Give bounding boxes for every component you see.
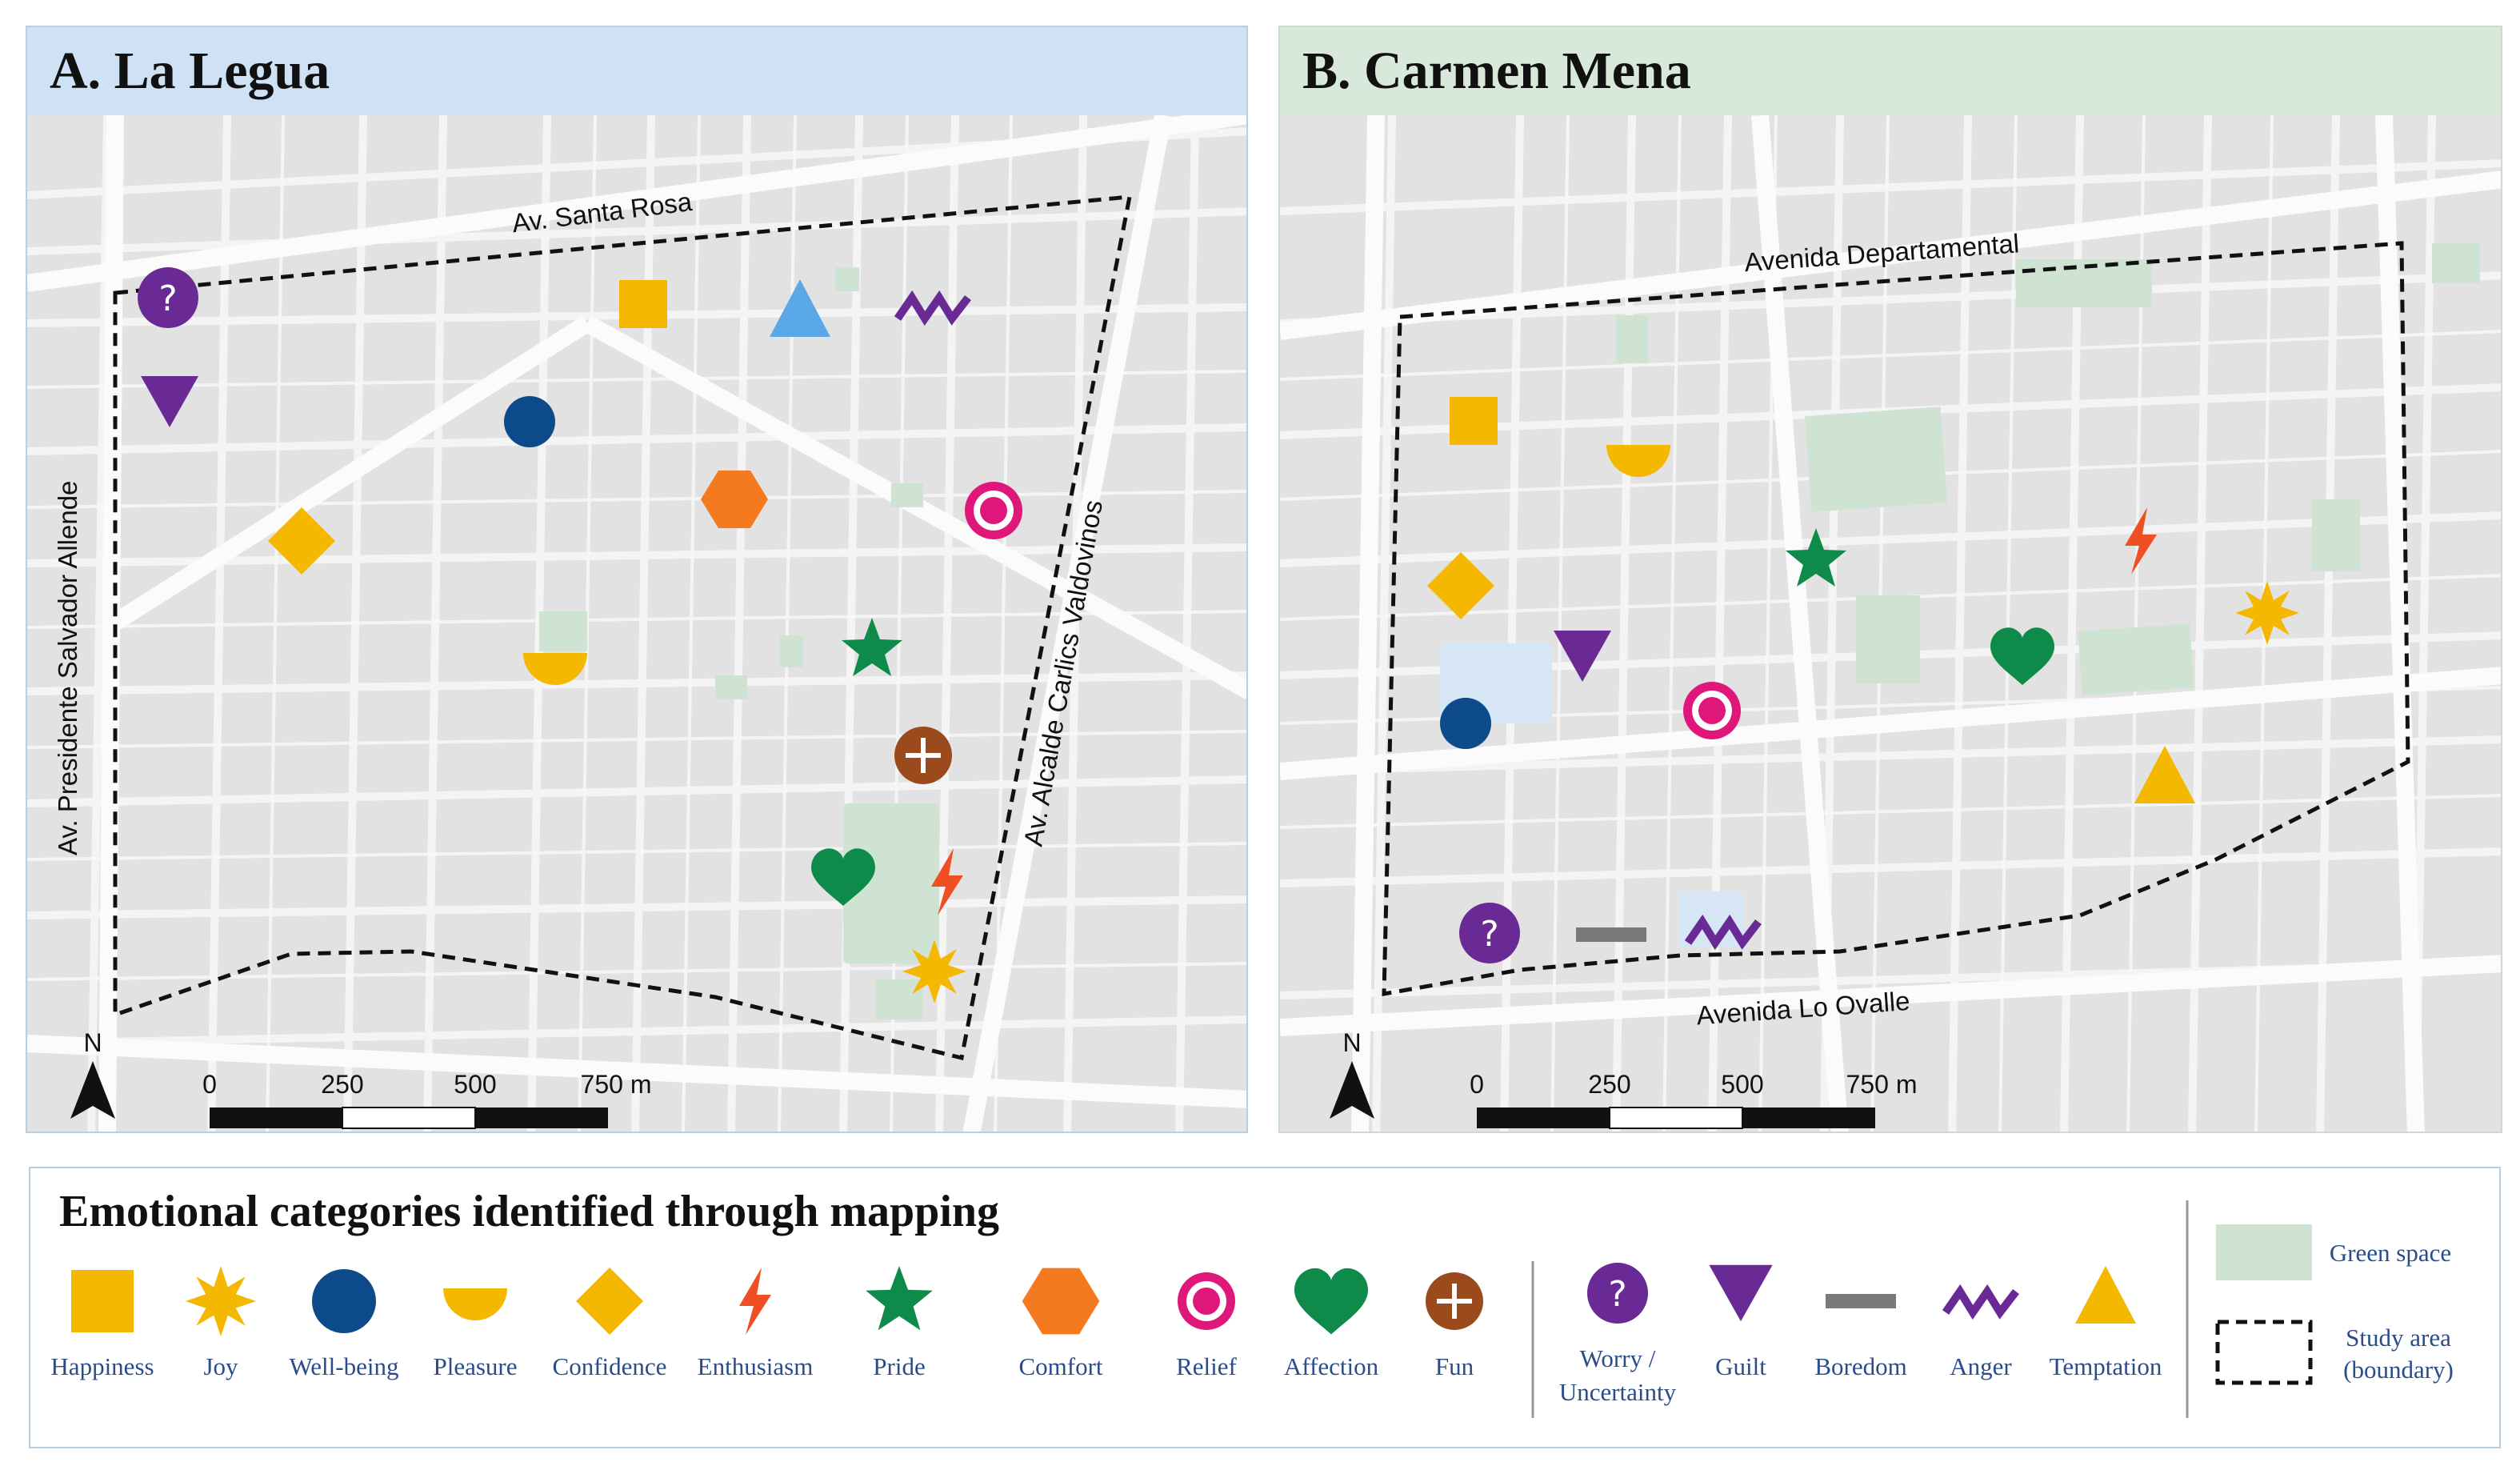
- legend-title: Emotional categories identified through …: [59, 1187, 1000, 1236]
- legend-item-happiness: Happiness: [50, 1270, 154, 1380]
- worry-icon[interactable]: [1459, 903, 1520, 963]
- scale-label-750: 750 m: [581, 1070, 652, 1099]
- well-being-icon[interactable]: [1440, 698, 1491, 749]
- scale-label-500: 500: [1721, 1070, 1763, 1099]
- svg-text:Well-being: Well-being: [290, 1352, 399, 1380]
- legend-symbols: Happiness Joy Well-being Pleasure Confid…: [50, 1200, 2454, 1418]
- svg-text:Temptation: Temptation: [2050, 1352, 2162, 1380]
- scale-label-250: 250: [1588, 1070, 1630, 1099]
- relief-icon[interactable]: [1683, 682, 1741, 739]
- legend-item-affection: Affection: [1284, 1268, 1379, 1380]
- svg-text:Confidence: Confidence: [553, 1352, 667, 1380]
- legend-item-pride: Pride: [866, 1266, 933, 1380]
- legend-item-boredom: Boredom: [1814, 1294, 1907, 1380]
- legend-item-temptation: Temptation: [2050, 1266, 2162, 1380]
- north-label-a: N: [83, 1028, 102, 1057]
- boredom-icon[interactable]: [1576, 927, 1646, 942]
- legend-item-well-being: Well-being: [290, 1269, 399, 1380]
- scale-label-500: 500: [454, 1070, 496, 1099]
- north-label-b: N: [1342, 1028, 1361, 1057]
- green-spaces: [1616, 243, 2480, 695]
- legend-item-relief: Relief: [1176, 1272, 1238, 1380]
- legend-item-joy: Joy: [185, 1266, 256, 1380]
- svg-text:(boundary): (boundary): [2343, 1356, 2454, 1384]
- fun-icon[interactable]: [894, 727, 952, 784]
- map-panel-la-legua: A. La Legua: [26, 26, 1248, 1133]
- relief-icon[interactable]: [965, 482, 1022, 539]
- panel-header-a: A. La Legua: [27, 27, 1246, 115]
- main-avenues: [1280, 115, 2501, 1132]
- scale-label-0: 0: [1470, 1070, 1484, 1099]
- well-being-icon[interactable]: [504, 396, 555, 447]
- map-la-legua[interactable]: Av. Santa Rosa Av. Presidente Salvador A…: [27, 115, 1248, 1133]
- svg-text:Green space: Green space: [2330, 1239, 2451, 1267]
- svg-text:Worry /: Worry /: [1580, 1344, 1656, 1372]
- svg-text:Relief: Relief: [1176, 1352, 1237, 1380]
- svg-text:Study area: Study area: [2346, 1324, 2451, 1352]
- svg-text:Happiness: Happiness: [50, 1352, 154, 1380]
- scale-label-250: 250: [321, 1070, 363, 1099]
- scale-bar-a: 0 250 500 750 m: [202, 1070, 652, 1129]
- legend-panel: Emotional categories identified through …: [29, 1167, 2501, 1448]
- svg-text:Joy: Joy: [203, 1352, 238, 1380]
- scale-label-750: 750 m: [1846, 1070, 1918, 1099]
- happiness-icon[interactable]: [619, 280, 667, 328]
- legend-item-confidence: Confidence: [553, 1268, 667, 1380]
- map-carmen-mena[interactable]: Avenida Departamental Avenida Lo Ovalle …: [1280, 115, 2502, 1133]
- legend-item-worry: Worry / Uncertainty: [1559, 1263, 1677, 1406]
- panel-title-a: A. La Legua: [50, 42, 330, 100]
- street-label-salvador-allende: Av. Presidente Salvador Allende: [53, 481, 82, 855]
- panel-header-b: B. Carmen Mena: [1280, 27, 2501, 115]
- joy-icon[interactable]: [2235, 581, 2299, 645]
- svg-text:Enthusiasm: Enthusiasm: [698, 1352, 814, 1380]
- svg-text:Comfort: Comfort: [1018, 1352, 1102, 1380]
- svg-text:Uncertainty: Uncertainty: [1559, 1378, 1677, 1406]
- study-area-boundary: [113, 194, 1133, 1061]
- happiness-icon[interactable]: [1450, 397, 1498, 445]
- svg-text:Pleasure: Pleasure: [433, 1352, 517, 1380]
- study-area-boundary: [1382, 241, 2410, 996]
- svg-text:Guilt: Guilt: [1715, 1352, 1766, 1380]
- map-panel-carmen-mena: B. Carmen Mena: [1278, 26, 2502, 1133]
- legend-item-enthusiasm: Enthusiasm: [698, 1268, 814, 1380]
- legend-item-fun: Fun: [1426, 1272, 1483, 1380]
- worry-icon[interactable]: [138, 267, 198, 328]
- svg-text:Pride: Pride: [873, 1352, 925, 1380]
- legend-item-green-space: Green space: [2216, 1224, 2451, 1280]
- green-spaces: [539, 267, 939, 1019]
- svg-text:Affection: Affection: [1284, 1352, 1379, 1380]
- legend-item-comfort: Comfort: [1018, 1268, 1103, 1380]
- svg-text:Boredom: Boredom: [1814, 1352, 1906, 1380]
- svg-text:Anger: Anger: [1950, 1352, 2012, 1380]
- legend-item-pleasure: Pleasure: [433, 1288, 518, 1380]
- legend-item-guilt: Guilt: [1709, 1264, 1773, 1380]
- panel-title-b: B. Carmen Mena: [1302, 42, 1691, 100]
- scale-bar-b: 0 250 500 750 m: [1470, 1070, 1918, 1129]
- scale-label-0: 0: [202, 1070, 217, 1099]
- joy-icon[interactable]: [902, 939, 966, 1003]
- legend-item-anger: Anger: [1946, 1292, 2016, 1380]
- svg-text:Fun: Fun: [1435, 1352, 1474, 1380]
- legend-item-study-area: Study area (boundary): [2215, 1320, 2454, 1385]
